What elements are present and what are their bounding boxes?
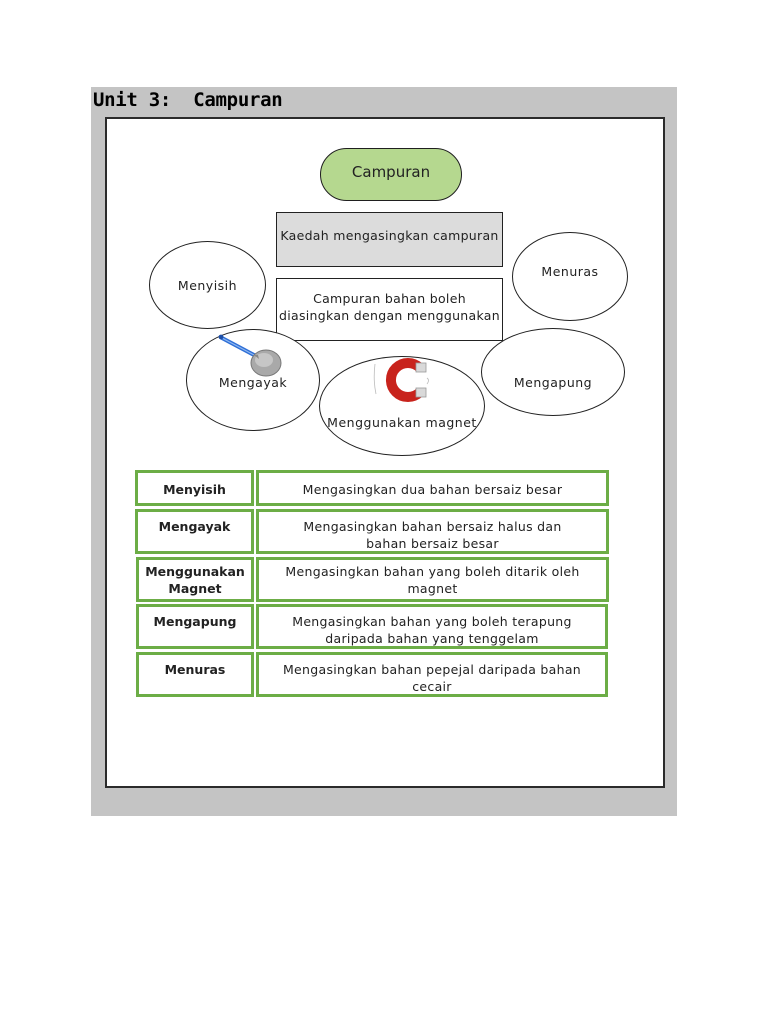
heading-box: Kaedah mengasingkan campuran <box>276 212 503 267</box>
method-name-cell: Mengapung <box>136 604 254 649</box>
method-node-magnet: Menggunakan magnet <box>319 356 485 456</box>
sieve-icon <box>218 334 282 377</box>
method-description-cell: Mengasingkan dua bahan bersaiz besar <box>256 470 609 506</box>
method-description-cell: Mengasingkan bahan yang boleh terapung d… <box>256 604 608 649</box>
subheading-box: Campuran bahan boleh diasingkan dengan m… <box>276 278 503 341</box>
method-node-mengayak: Mengayak <box>186 329 320 431</box>
method-node-menyisih: Menyisih <box>149 241 266 329</box>
method-description-cell: Mengasingkan bahan pepejal daripada baha… <box>256 652 608 697</box>
method-name-cell: Mengayak <box>135 509 254 554</box>
method-description-cell: Mengasingkan bahan bersaiz halus dan bah… <box>256 509 609 554</box>
method-node-mengapung: Mengapung <box>481 328 625 416</box>
method-name-cell: Menuras <box>136 652 254 697</box>
method-name-cell: Menggunakan Magnet <box>136 557 254 602</box>
method-name-cell: Menyisih <box>135 470 254 506</box>
page-title: Unit 3: Campuran <box>93 89 283 111</box>
root-node: Campuran <box>320 148 462 201</box>
magnet-icon <box>373 358 429 402</box>
method-description-cell: Mengasingkan bahan yang boleh ditarik ol… <box>256 557 609 602</box>
method-node-menuras: Menuras <box>512 232 628 321</box>
